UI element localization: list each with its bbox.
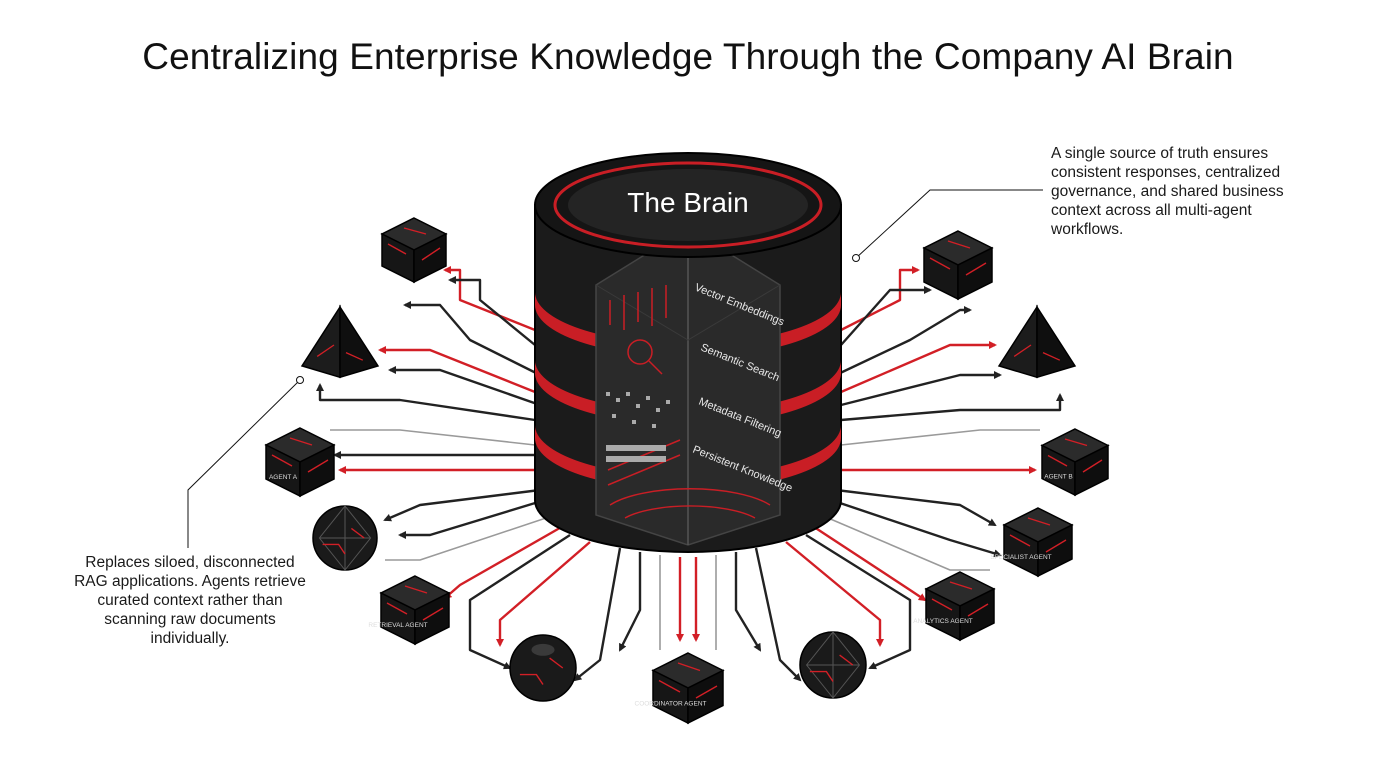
agent-label: COORDINATOR AGENT — [635, 701, 707, 708]
agent-cube: AGENT A — [264, 427, 336, 498]
connector-line — [830, 498, 1002, 558]
agent-label: RETRIEVAL AGENT — [368, 622, 427, 629]
connector-line — [840, 266, 920, 332]
connector-line — [805, 533, 912, 670]
agent-cube: RETRIEVAL AGENT — [368, 575, 451, 646]
connector-line — [835, 488, 997, 527]
agent-cube: AGENT B — [1040, 428, 1110, 497]
callout-left: Replaces siloed, disconnected RAG applic… — [74, 554, 306, 647]
connector-line — [448, 276, 536, 346]
connector-line — [835, 306, 972, 377]
brain-cylinder: Vector Embeddings Semantic Search Metada… — [534, 152, 842, 553]
connector-line — [385, 514, 556, 561]
agent-polyhedron — [312, 505, 378, 571]
connector-line — [840, 393, 1064, 422]
connector-line — [443, 523, 566, 600]
connector-line — [840, 286, 932, 346]
agent-label: SPECIALIST AGENT — [990, 554, 1051, 561]
connector-line — [820, 514, 990, 571]
connection-lines — [316, 266, 1064, 682]
agent-polyhedron — [799, 631, 867, 699]
connector-line — [496, 541, 591, 647]
connector-line — [383, 488, 541, 522]
agent-cube — [380, 217, 448, 284]
agent-sphere — [509, 634, 577, 702]
connector-line — [618, 552, 642, 652]
connector-line — [378, 346, 536, 394]
agent-pyramid — [997, 304, 1077, 379]
agent-cube: ANALYTICS AGENT — [913, 571, 996, 642]
callout-right: A single source of truth ensures consist… — [1051, 145, 1284, 238]
connector-line — [398, 498, 546, 539]
connector-line — [468, 533, 571, 670]
callout-leaders — [187, 189, 1043, 548]
agent-cube: SPECIALIST AGENT — [990, 507, 1074, 578]
connector-line — [840, 429, 1040, 446]
connector-line — [330, 429, 536, 446]
connector-line — [316, 383, 536, 422]
connector-line — [573, 547, 622, 682]
page-title: Centralizing Enterprise Knowledge Throug… — [142, 36, 1234, 77]
agent-label: ANALYTICS AGENT — [913, 618, 973, 625]
connector-line — [810, 523, 927, 602]
brain-label: The Brain — [627, 187, 748, 218]
agent-cube — [922, 230, 994, 301]
connector-line — [840, 341, 997, 394]
connector-line — [840, 371, 1002, 407]
agent-label: AGENT B — [1044, 474, 1072, 481]
connector-line — [734, 552, 762, 652]
agent-cube: COORDINATOR AGENT — [635, 652, 725, 725]
connector-line — [388, 366, 541, 407]
connector-line — [785, 541, 884, 647]
agent-pyramid — [300, 304, 380, 379]
agent-nodes: AGENT A RETRIEVAL AGENT COORDINATOR AGENT A… — [264, 217, 1110, 725]
connector-line — [403, 301, 541, 377]
agent-label: AGENT A — [269, 474, 298, 481]
connector-line — [754, 547, 802, 682]
